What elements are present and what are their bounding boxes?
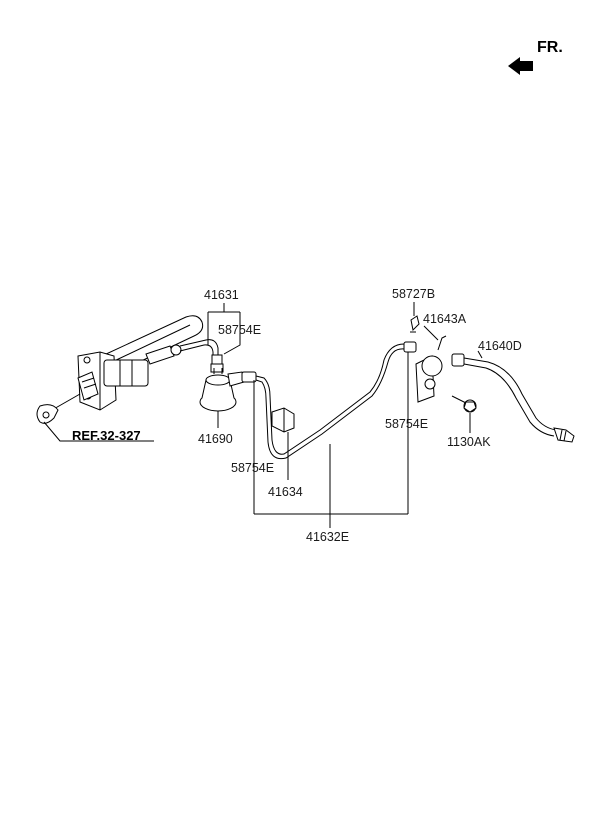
supply-hose	[179, 339, 219, 356]
label-58754e-top: 58754E	[218, 323, 261, 337]
master-cylinder	[36, 315, 204, 424]
clip-58727b	[410, 315, 420, 333]
label-1130ak: 1130AK	[447, 435, 491, 449]
label-41631: 41631	[204, 288, 239, 302]
label-41632e: 41632E	[306, 530, 349, 544]
leader-lines	[43, 302, 483, 528]
label-41690: 41690	[198, 432, 233, 446]
tube-bracket	[271, 407, 295, 433]
label-58727b: 58727B	[392, 287, 435, 301]
reference-label: REF.32-327	[72, 428, 141, 443]
label-41640d: 41640D	[478, 339, 522, 353]
clutch-tube	[241, 341, 417, 460]
label-41634: 41634	[268, 485, 303, 499]
direction-label: FR.	[537, 39, 563, 56]
label-58754e-left: 58754E	[231, 461, 274, 475]
bolt-1130ak	[451, 395, 477, 413]
label-41643a: 41643A	[423, 312, 467, 326]
damper-41690	[199, 368, 245, 412]
clutch-hose-41640d	[451, 353, 575, 443]
mounting-bracket-41643a	[415, 335, 447, 403]
label-58754e-right: 58754E	[385, 417, 428, 431]
forward-arrow-icon	[508, 57, 533, 75]
